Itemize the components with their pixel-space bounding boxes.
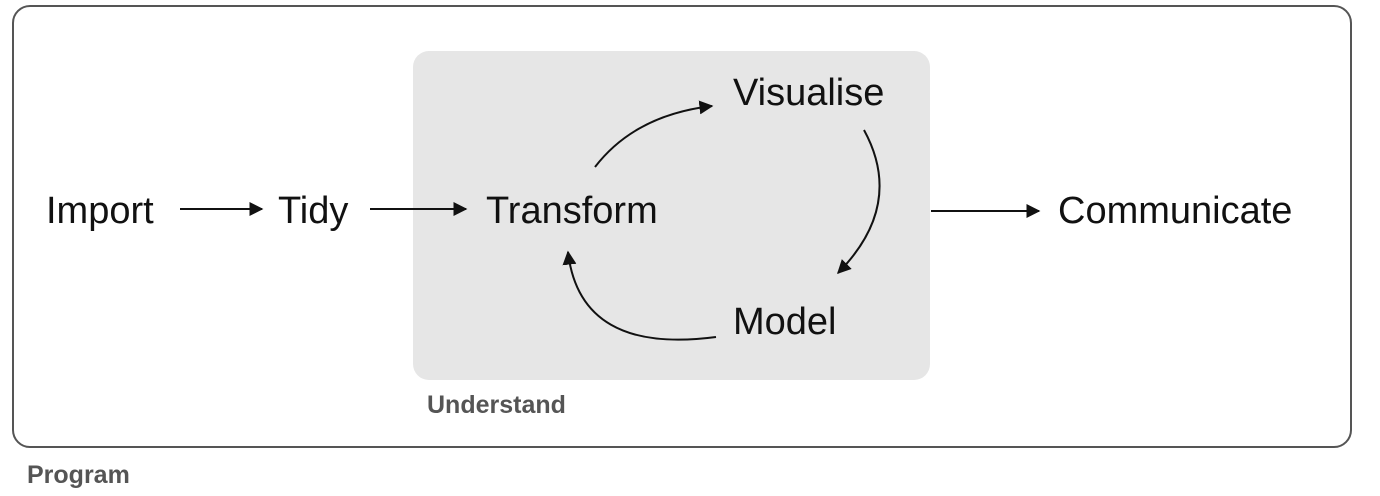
label-understand: Understand <box>427 391 566 419</box>
understand-box <box>413 51 930 380</box>
node-model: Model <box>733 301 837 343</box>
node-transform: Transform <box>486 190 658 232</box>
label-program: Program <box>27 461 130 489</box>
arrow-visualise-to-model <box>837 129 881 274</box>
arrow-transform-to-visualise <box>594 100 714 168</box>
program-frame <box>12 5 1352 448</box>
node-communicate: Communicate <box>1058 190 1293 232</box>
node-tidy: Tidy <box>278 190 349 232</box>
node-visualise: Visualise <box>733 72 885 114</box>
node-import: Import <box>46 190 154 232</box>
arrow-model-to-transform <box>562 250 717 341</box>
